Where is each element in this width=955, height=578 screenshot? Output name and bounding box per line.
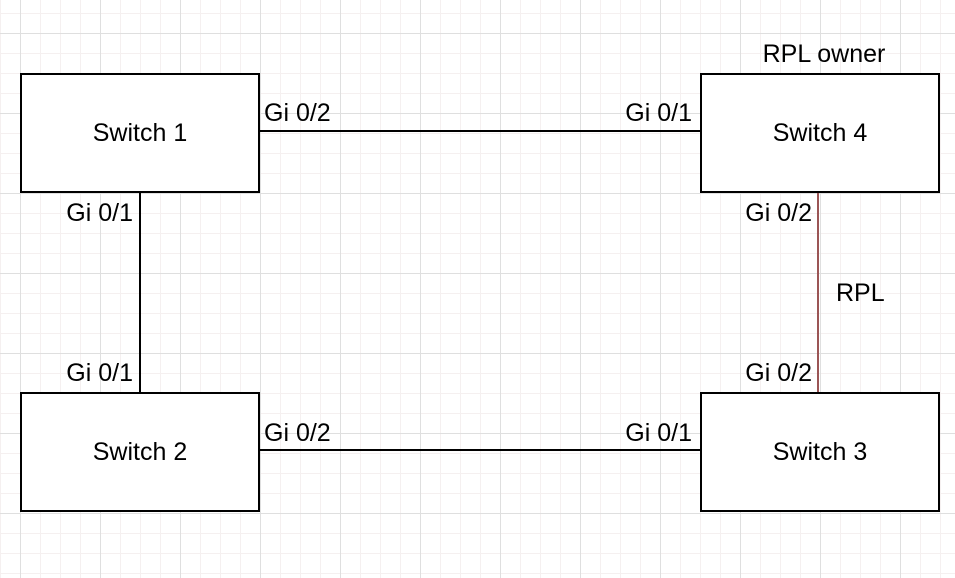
rpl-link-label[interactable]: RPL bbox=[836, 279, 885, 307]
node-switch-3-label: Switch 3 bbox=[772, 437, 868, 466]
node-switch-4[interactable]: Switch 4 bbox=[700, 73, 940, 193]
link-switch1-switch4[interactable] bbox=[260, 129, 700, 133]
node-switch-3[interactable]: Switch 3 bbox=[700, 392, 940, 512]
port-label-switch1-gi0-1[interactable]: Gi 0/1 bbox=[66, 199, 133, 227]
node-switch-1[interactable]: Switch 1 bbox=[20, 73, 260, 193]
link-rpl-switch4-switch3[interactable] bbox=[817, 193, 819, 392]
port-label-switch2-gi0-1[interactable]: Gi 0/1 bbox=[66, 359, 133, 387]
port-label-switch3-gi0-1[interactable]: Gi 0/1 bbox=[625, 419, 692, 447]
port-label-switch4-gi0-2[interactable]: Gi 0/2 bbox=[745, 199, 812, 227]
node-switch-2-label: Switch 2 bbox=[92, 437, 188, 466]
node-switch-4-label: Switch 4 bbox=[772, 118, 868, 147]
link-switch2-switch3[interactable] bbox=[260, 448, 700, 452]
port-label-switch4-gi0-1[interactable]: Gi 0/1 bbox=[625, 99, 692, 127]
port-label-switch3-gi0-2[interactable]: Gi 0/2 bbox=[745, 359, 812, 387]
port-label-switch1-gi0-2[interactable]: Gi 0/2 bbox=[264, 99, 331, 127]
port-label-switch2-gi0-2[interactable]: Gi 0/2 bbox=[264, 419, 331, 447]
node-switch-1-label: Switch 1 bbox=[92, 118, 188, 147]
link-switch1-switch2[interactable] bbox=[138, 193, 142, 392]
rpl-owner-label[interactable]: RPL owner bbox=[762, 40, 886, 68]
node-switch-2[interactable]: Switch 2 bbox=[20, 392, 260, 512]
